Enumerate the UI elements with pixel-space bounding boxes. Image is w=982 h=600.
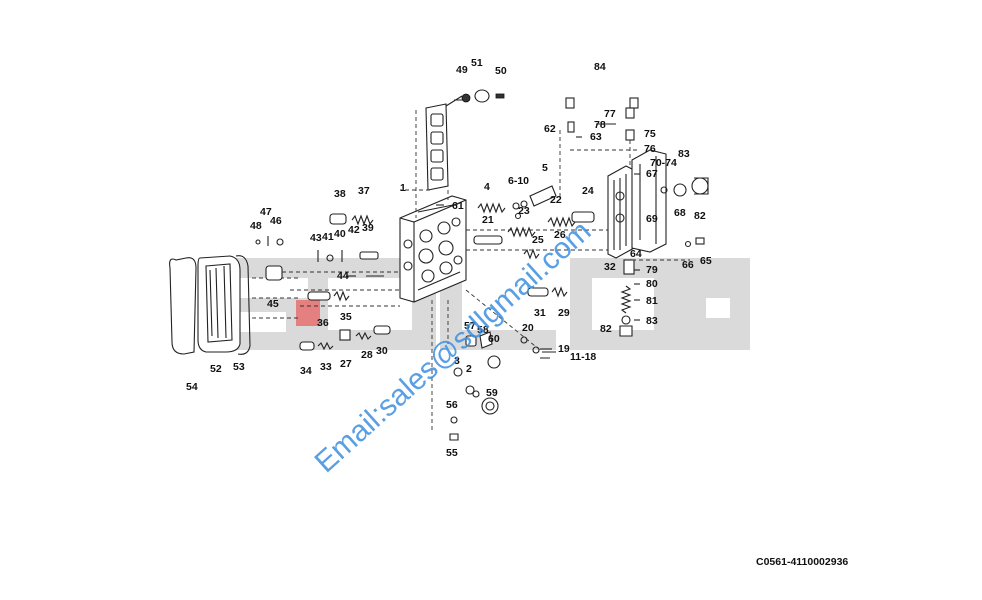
part-number-label: 62 [544, 123, 556, 135]
part-number-label: 52 [210, 363, 222, 375]
part-number-label: 66 [682, 259, 694, 271]
part-number-label: 53 [233, 361, 245, 373]
part-number-label: 79 [646, 264, 658, 276]
part-number-label: 49 [456, 64, 468, 76]
part-number-label: 40 [334, 228, 346, 240]
part-number-label: 69 [646, 213, 658, 225]
part-number-label: 41 [322, 231, 334, 243]
right-plate [607, 165, 635, 259]
part-number-label: 82 [694, 210, 706, 222]
part-number-label: 84 [594, 61, 606, 73]
part-number-label: 28 [361, 349, 373, 361]
part-number-label: 45 [267, 298, 279, 310]
part-number-label: 29 [558, 307, 570, 319]
part-number-label: 1 [400, 182, 406, 194]
part-number-label: 3 [454, 355, 460, 367]
part-number-label: 34 [300, 365, 312, 377]
part-number-label: 42 [348, 224, 360, 236]
part-number-label: 11-18 [570, 351, 596, 363]
part-number-label: 83 [646, 315, 658, 327]
valve-body [399, 195, 467, 303]
part-number-label: 63 [590, 131, 602, 143]
part-number-label: 19 [558, 343, 570, 355]
part-number-label: 61 [452, 200, 464, 212]
part-number-label: 59 [486, 387, 498, 399]
assembly-lines [282, 130, 690, 430]
part-number-label: 50 [495, 65, 507, 77]
part-number-label: 68 [674, 207, 686, 219]
part-number-label: 27 [340, 358, 352, 370]
part-number-label: 39 [362, 222, 374, 234]
part-number-label: 70-74 [650, 157, 677, 169]
part-number-label: 81 [646, 295, 658, 307]
part-number-label: 23 [518, 205, 530, 217]
part-number-label: 77 [604, 108, 616, 120]
part-number-label: 56 [446, 399, 458, 411]
part-number-label: 35 [340, 311, 352, 323]
part-number-label: 22 [550, 194, 562, 206]
part-number-label: 55 [446, 447, 458, 459]
part-number-label: 57 [464, 320, 476, 332]
part-number-label: 54 [186, 381, 198, 393]
part-number-label: 33 [320, 361, 332, 373]
part-number-label: 4 [484, 181, 490, 193]
part-number-labels: 49 51 50 84 77 62 63 78 75 76 70-74 83 5… [186, 57, 712, 459]
part-number-label: 47 [260, 206, 272, 218]
part-number-label: 65 [700, 255, 712, 267]
part-number-label: 36 [317, 317, 329, 329]
part-number-label: 37 [358, 185, 370, 197]
part-number-label: 46 [270, 215, 282, 227]
upper-plate-group [400, 89, 505, 218]
part-number-label: 83 [678, 148, 690, 160]
part-number-label: 43 [310, 232, 322, 244]
part-number-label: 25 [532, 234, 544, 246]
part-number-label: 51 [471, 57, 483, 69]
part-number-label: 20 [522, 322, 534, 334]
part-number-label: 82 [600, 323, 612, 335]
part-number-label: 64 [630, 248, 642, 260]
part-number-label: 48 [250, 220, 262, 232]
part-number-label: 67 [646, 168, 658, 180]
part-number-label: 80 [646, 278, 658, 290]
leader-lines [346, 123, 640, 350]
part-number-label: 31 [534, 307, 546, 319]
left-cover-group [169, 255, 300, 355]
part-number-label: 6-10 [508, 175, 529, 187]
springs-and-spools [255, 107, 705, 441]
part-number-label: 26 [554, 229, 566, 241]
right-cover [631, 149, 709, 253]
part-number-label: 21 [482, 214, 494, 226]
part-number-label: 75 [644, 128, 656, 140]
part-number-label: 32 [604, 261, 616, 273]
part-number-label: 58 [477, 324, 489, 336]
part-number-label: 44 [337, 270, 349, 282]
part-number-label: 5 [542, 162, 548, 174]
part-number-label: 76 [644, 143, 656, 155]
part-number-label: 2 [466, 363, 472, 375]
part-number-label: 30 [376, 345, 388, 357]
drawing-code: C0561-4110002936 [756, 556, 849, 568]
part-number-label: 78 [594, 119, 606, 131]
pipe-assembly [565, 88, 639, 109]
part-number-label: 60 [488, 333, 500, 345]
part-number-label: 24 [582, 185, 594, 197]
part-number-label: 38 [334, 188, 346, 200]
